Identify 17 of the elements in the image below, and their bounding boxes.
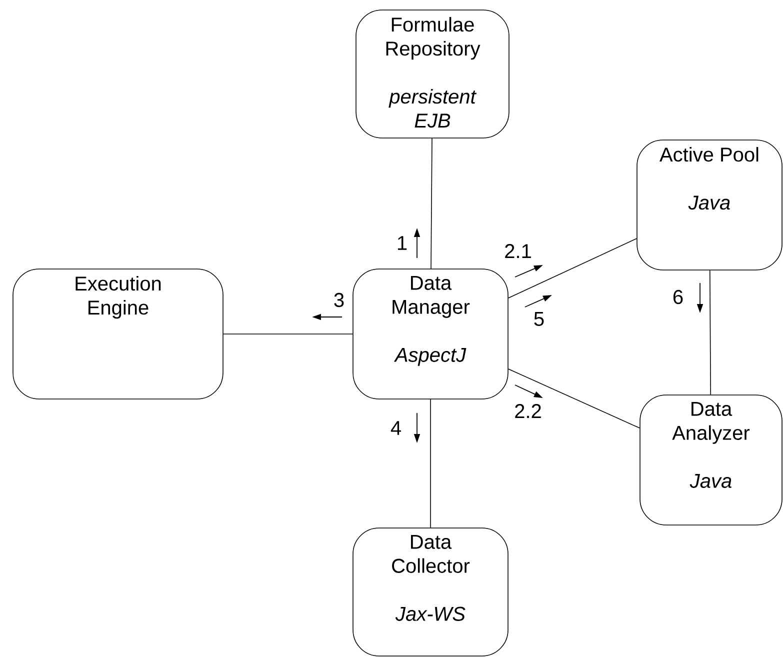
step-number: 1 (398, 236, 407, 250)
connector-line (508, 368, 640, 428)
step-number: 2.1 (505, 244, 531, 258)
step-number: 6 (673, 290, 683, 304)
component-box: Execution Engine (12, 268, 224, 400)
connector-line (430, 138, 432, 269)
connector-line (430, 399, 431, 528)
step-number: 5 (534, 312, 544, 326)
component-box: Data Manager AspectJ (352, 268, 508, 400)
connector-line (710, 270, 712, 395)
component-box: Data Collector Jax-WS (352, 528, 508, 656)
component-box: Formulae Repository persistent EJB (356, 10, 510, 138)
step-number: 4 (390, 421, 401, 435)
connector-line (508, 238, 637, 298)
step-number: 2.2 (515, 404, 541, 418)
component-box: Data Analyzer Java (640, 394, 782, 526)
component-box: Active Pool Java (636, 140, 782, 270)
